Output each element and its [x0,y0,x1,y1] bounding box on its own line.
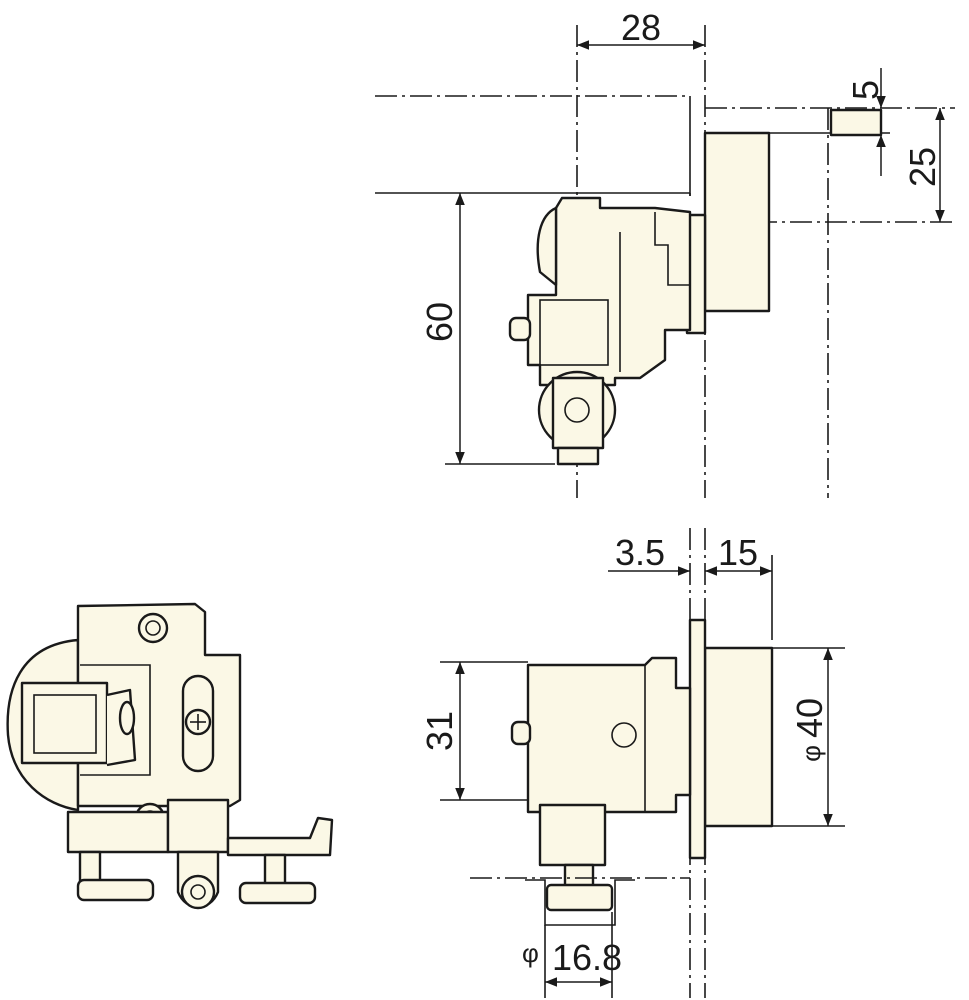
dim-label-60: 60 [419,302,460,342]
iso-rail [226,816,334,857]
side-screw-hole [611,722,637,748]
body-dome [536,206,558,287]
roller-foot [556,446,600,466]
iso-screw-top [137,612,169,644]
dim-label-40: 40 [789,698,830,738]
top-view: 28 5 25 60 [375,7,955,498]
side-flange-plate [688,618,707,860]
dim-label-31: 31 [419,711,460,751]
iso-thumb-knob-right [238,881,317,905]
side-thumb-knob [545,883,614,912]
side-flange-disk [703,646,774,828]
iso-thumb-knob-left [76,878,155,902]
dim-label-15: 15 [718,532,758,573]
dim-label-5: 5 [845,80,886,100]
dim-label-16-8: 16.8 [552,937,622,978]
side-view: 3.5 15 31 φ 40 φ 16.8 [419,528,845,998]
side-housing [526,656,692,814]
knob-left [508,316,532,342]
iso-base [66,810,170,854]
flange-disk [703,131,771,313]
body-housing [526,196,692,387]
strike-plate [829,108,883,137]
roller-axle [564,397,590,423]
dim-label-25: 25 [902,147,943,187]
iso-latch [20,681,109,765]
side-stem [538,803,607,867]
dim-phi-16-8: φ [522,938,539,968]
body-window [539,299,609,366]
roller-bracket [551,376,605,450]
dim-label-28: 28 [621,7,661,48]
side-knob [510,720,532,746]
iso-roller [180,874,216,910]
isometric-view [6,602,334,910]
dim-label-3-5: 3.5 [615,532,665,573]
dim-phi-40: φ [796,745,826,762]
